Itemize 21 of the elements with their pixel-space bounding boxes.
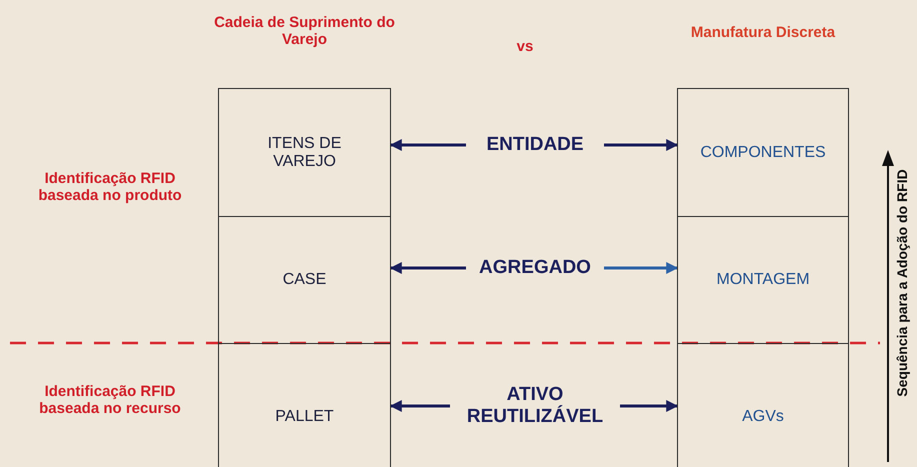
relation-label: ATIVO REUTILIZÁVEL [452,378,618,434]
cell-text: PALLET [275,408,334,426]
arrow [620,400,678,412]
cell-text: COMPONENTES [700,144,826,162]
arrow [604,262,678,274]
column-heading: Manufatura Discreta [690,24,836,41]
column-heading: Cadeia de Suprimento do Varejo [213,14,396,48]
relation-label: AGREGADO [468,254,602,282]
cell-text: CASE [282,271,326,289]
vs-label: vs [516,38,534,55]
row-label: Identificação RFID baseada no recurso [38,383,182,417]
cell-text: AGVs [742,408,784,426]
cell-text: MONTAGEM [716,271,810,289]
arrow [390,262,466,274]
arrow [390,139,466,151]
arrow [390,400,450,412]
arrow [604,139,678,151]
relation-label: ENTIDADE [468,131,602,159]
axis-label: Sequência para a Adoção do RFID [894,168,910,399]
cell-text: ITENS DE VAREJO [266,134,342,170]
row-label: Identificação RFID baseada no produto [37,170,183,204]
